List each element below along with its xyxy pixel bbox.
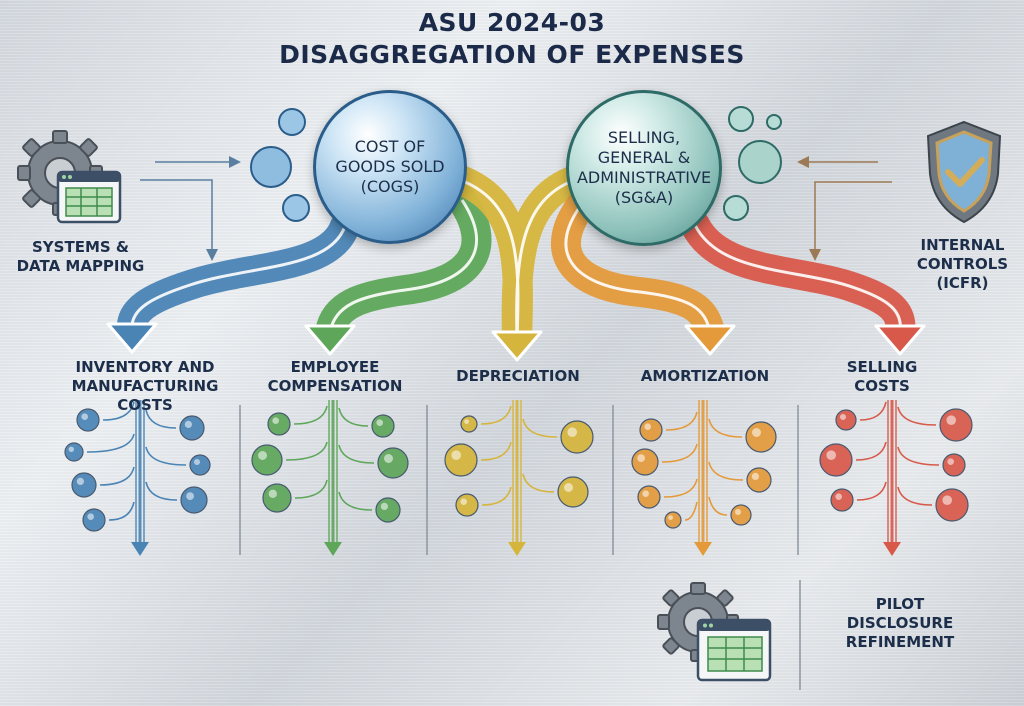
- category-label-employee-compensation: EMPLOYEE COMPENSATION: [267, 358, 403, 395]
- page-title-line-2: DISAGGREGATION OF EXPENSES: [279, 40, 745, 69]
- cogs-bubbles: [250, 108, 310, 222]
- hub-sga: SELLING, GENERAL & ADMINISTRATIVE (SG&A): [566, 90, 722, 246]
- category-tree-2: [444, 400, 594, 556]
- flow-ribbons: [106, 163, 926, 362]
- category-label-amortization: AMORTIZATION: [640, 367, 770, 385]
- category-label-depreciation: DEPRECIATION: [456, 367, 580, 385]
- shield-check-icon: [926, 120, 1002, 224]
- flow-ribbon-2: [440, 163, 590, 362]
- category-tree-1: [251, 400, 409, 556]
- category-tree-0: [64, 400, 211, 556]
- hub-cogs: COST OF GOODS SOLD (COGS): [313, 90, 467, 244]
- category-label-inventory: INVENTORY AND MANUFACTURING COSTS: [71, 358, 219, 414]
- hub-cogs-label: COST OF GOODS SOLD (COGS): [335, 137, 445, 196]
- flow-ribbon-1: [304, 185, 492, 356]
- spreadsheet-icon: [56, 170, 122, 224]
- flow-ribbon-4: [680, 210, 926, 356]
- left-panel-connectors: [140, 156, 241, 261]
- pilot-disclosure-refinement-label: PILOT DISCLOSURE REFINEMENT: [845, 595, 955, 651]
- category-trees: [64, 400, 973, 556]
- category-tree-4: [819, 400, 973, 556]
- spreadsheet-icon: [696, 618, 772, 682]
- right-panel-connectors: [797, 156, 892, 261]
- hub-sga-label: SELLING, GENERAL & ADMINISTRATIVE (SG&A): [576, 128, 712, 207]
- pilot-gear-spreadsheet-icon: [657, 582, 772, 682]
- flow-ribbon-3: [551, 185, 736, 356]
- column-dividers: [239, 405, 801, 690]
- category-tree-3: [631, 400, 777, 556]
- category-label-selling-costs: SELLING COSTS: [846, 358, 918, 395]
- sga-bubbles: [723, 106, 782, 221]
- systems-data-mapping-label: SYSTEMS & DATA MAPPING: [16, 238, 145, 275]
- flow-ribbon-0: [106, 211, 360, 354]
- gear-spreadsheet-icon: [17, 130, 122, 224]
- internal-controls-label: INTERNAL CONTROLS (ICFR): [916, 236, 1009, 292]
- page-title-line-1: ASU 2024-03: [418, 8, 606, 37]
